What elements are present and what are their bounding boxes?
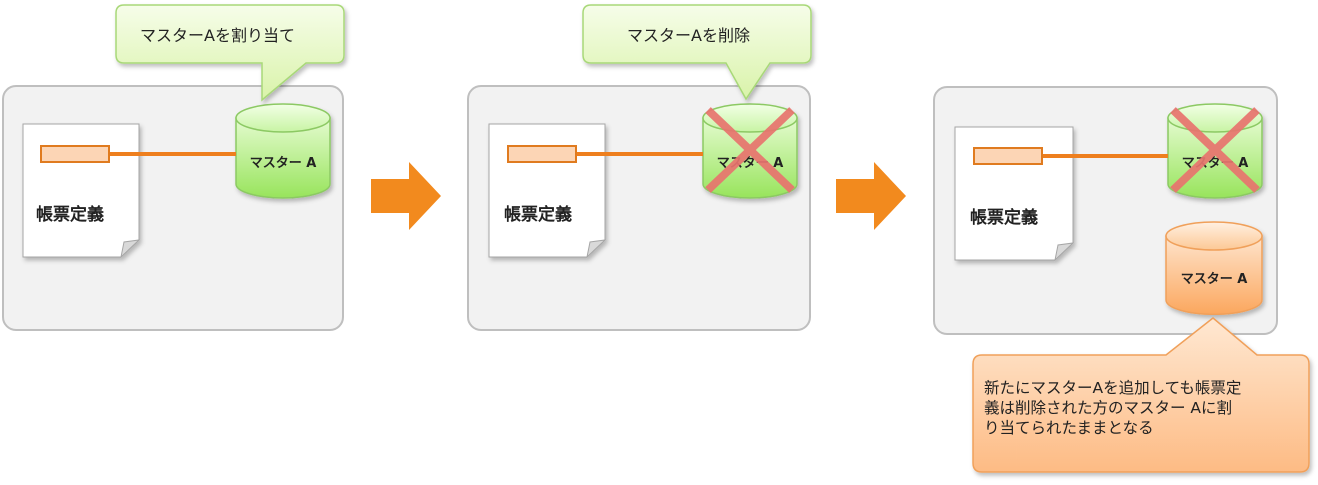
step1-doc-title: 帳票定義 <box>36 205 104 225</box>
step3-new-master-cylinder <box>1165 221 1263 316</box>
step1-doc-field <box>40 145 110 163</box>
step3-doc-field <box>973 147 1043 165</box>
step2-doc-title: 帳票定義 <box>504 205 572 225</box>
step2-doc-field <box>507 145 577 163</box>
step2-callout <box>582 4 812 101</box>
step3-doc-title: 帳票定義 <box>970 208 1038 228</box>
step-arrow-2 <box>836 162 906 230</box>
step1-callout-text: マスターAを割り当て <box>140 26 295 45</box>
step2-delete-cross-icon <box>705 107 795 193</box>
step2-callout-text: マスターAを削除 <box>627 26 750 45</box>
step3-link-line <box>1043 154 1168 158</box>
step2-link-line <box>577 152 703 156</box>
step1-link-line <box>110 152 236 156</box>
step3-note-callout <box>972 317 1310 473</box>
step3-new-master-label: マスター A <box>1180 272 1248 287</box>
step1-master-cylinder <box>235 103 331 199</box>
note-line-2: 義は削除された方のマスター Aに割 <box>984 399 1233 417</box>
note-line-3: り当てられたままとなる <box>984 419 1154 437</box>
step1-master-label: マスター A <box>249 156 317 171</box>
step1-callout <box>115 4 345 102</box>
step3-delete-cross-icon <box>1170 107 1260 193</box>
note-line-1: 新たにマスターAを追加しても帳票定 <box>984 379 1242 397</box>
step3-note-text: 新たにマスターAを追加しても帳票定 義は削除された方のマスター Aに割 り当てら… <box>984 378 1314 438</box>
step-arrow-1 <box>371 162 441 230</box>
